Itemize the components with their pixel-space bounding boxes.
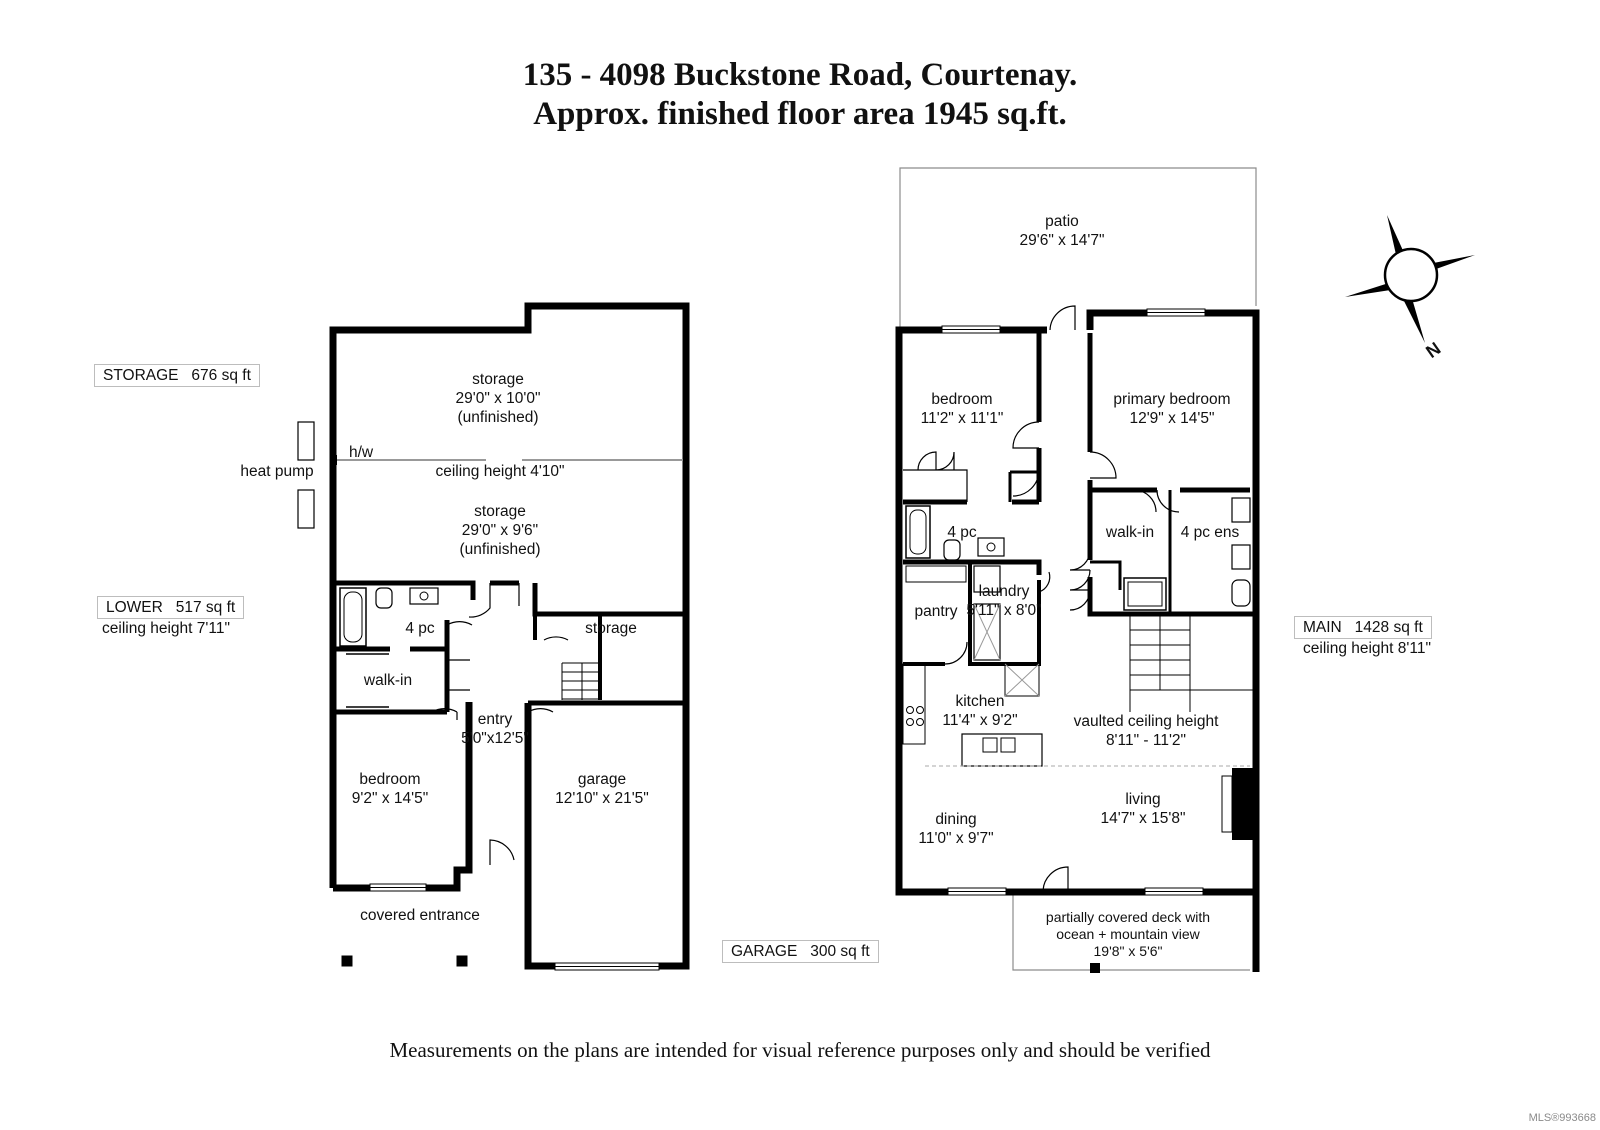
garage-area-summary: GARAGE 300 sq ft [722, 940, 879, 963]
storage-area-summary: STORAGE 676 sq ft [94, 364, 260, 387]
room-label-living: living 14'7" x 15'8" [1100, 791, 1186, 827]
main-ceiling-summary: ceiling height 8'11" [1303, 640, 1431, 657]
hot-water-label: h/w [349, 444, 374, 461]
room-label-pantry: pantry [914, 603, 958, 620]
mls-watermark: MLS®993668 [1528, 1112, 1596, 1124]
lower-ceiling-summary: ceiling height 7'11" [102, 620, 230, 637]
room-label-ensuite: 4 pc ens [1180, 524, 1240, 541]
disclaimer-note: Measurements on the plans are intended f… [389, 1038, 1211, 1062]
lower-plan [297, 302, 690, 971]
covered-entrance-label: covered entrance [360, 907, 480, 924]
vaulted-ceiling-label: vaulted ceiling height 8'11" - 11'2" [1073, 713, 1219, 749]
north-compass-icon [1345, 215, 1475, 343]
lower-ceiling-height-label: ceiling height 4'10" [435, 463, 565, 480]
plan-title-address: 135 - 4098 Buckstone Road, Courtenay. [522, 57, 1078, 93]
room-label-main-walkin: walk-in [1105, 524, 1155, 541]
heat-pump-label: heat pump [240, 463, 314, 480]
room-label-deck: partially covered deck with ocean + moun… [1045, 909, 1211, 959]
room-label-garage: garage 12'10" x 21'5" [555, 771, 649, 807]
room-label-patio: patio 29'6" x 14'7" [1019, 213, 1105, 249]
room-label-kitchen: kitchen 11'4" x 9'2" [942, 693, 1018, 729]
room-label-entry: entry 5'0"x12'5" [461, 711, 529, 747]
room-label-main-bedroom: bedroom 11'2" x 11'1" [920, 391, 1004, 427]
room-label-storage-upper: storage 29'0" x 10'0" (unfinished) [455, 371, 541, 426]
room-label-lower-bedroom: bedroom 9'2" x 14'5" [351, 771, 429, 807]
room-label-dining: dining 11'0" x 9'7" [918, 811, 994, 847]
room-label-lower-walkin: walk-in [363, 672, 413, 689]
room-label-main-bath: 4 pc [947, 524, 977, 541]
plan-title-area: Approx. finished floor area 1945 sq.ft. [533, 96, 1067, 132]
room-label-laundry: laundry 5'11" x 8'0" [966, 583, 1042, 619]
lower-area-summary: LOWER 517 sq ft [97, 596, 245, 619]
main-area-summary: MAIN 1428 sq ft [1294, 616, 1432, 639]
room-label-storage-lower: storage 29'0" x 9'6" (unfinished) [459, 503, 541, 558]
main-plan [895, 167, 1260, 973]
room-label-storage-small: storage [585, 620, 637, 637]
room-label-lower-bath: 4 pc [405, 620, 435, 637]
room-label-primary-bedroom: primary bedroom 12'9" x 14'5" [1113, 391, 1231, 427]
